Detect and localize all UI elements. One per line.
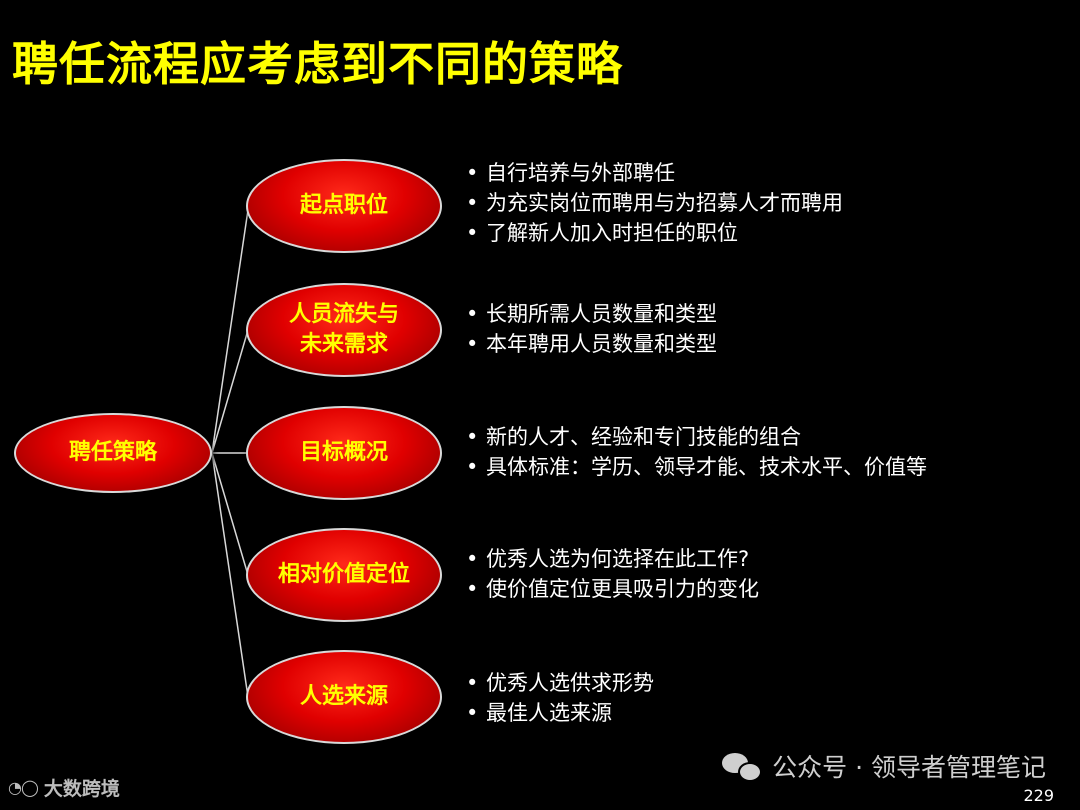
branch-node-label: 相对价值定位 [277,562,410,587]
bullet-list-value-proposition: 优秀人选为何选择在此工作? 使价值定位更具吸引力的变化 [466,544,759,604]
connector-line [211,452,249,698]
bullet-item: 使价值定位更具吸引力的变化 [466,574,759,604]
watermark-text: 公众号 · 领导者管理笔记 [772,753,1046,782]
branch-node-attrition-demand: 人员流失与 未来需求 [246,283,442,377]
bullet-item: 优秀人选为何选择在此工作? [466,544,759,574]
bullet-item: 优秀人选供求形势 [466,668,654,698]
branch-node-label: 人员流失与 未来需求 [288,302,399,357]
branch-node-value-proposition: 相对价值定位 [246,528,442,622]
branch-node-target-profile: 目标概况 [246,406,442,500]
bullet-item: 长期所需人员数量和类型 [466,299,717,329]
bullet-list-start-position: 自行培养与外部聘任 为充实岗位而聘用与为招募人才而聘用 了解新人加入时担任的职位 [466,158,843,248]
bullet-item: 新的人才、经验和专门技能的组合 [466,422,927,452]
bullet-item: 为充实岗位而聘用与为招募人才而聘用 [466,188,843,218]
connector-line [211,329,249,454]
root-node: 聘任策略 [14,413,212,493]
bullet-list-candidate-source: 优秀人选供求形势 最佳人选来源 [466,668,654,728]
branch-node-label: 人选来源 [299,684,388,709]
bullet-item: 最佳人选来源 [466,698,654,728]
bullet-item: 了解新人加入时担任的职位 [466,218,843,248]
bullet-item: 具体标准：学历、领导才能、技术水平、价值等 [466,452,927,482]
bullet-list-target-profile: 新的人才、经验和专门技能的组合 具体标准：学历、领导才能、技术水平、价值等 [466,422,927,482]
page-number: 229 [1023,786,1054,805]
root-node-label: 聘任策略 [68,440,157,465]
branch-node-label: 目标概况 [299,440,388,465]
brand-mark: ◔◯ 大数跨境 [8,774,120,801]
bullet-item: 本年聘用人员数量和类型 [466,329,717,359]
wechat-icon [722,753,763,782]
connector-line [211,452,249,576]
branch-node-label: 起点职位 [299,193,388,218]
brand-logo-icon: ◔◯ [8,778,39,797]
bullet-list-attrition-demand: 长期所需人员数量和类型 本年聘用人员数量和类型 [466,299,717,359]
branch-node-candidate-source: 人选来源 [246,650,442,744]
brand-text: 大数跨境 [43,778,120,800]
page-title: 聘任流程应考虑到不同的策略 [12,37,623,91]
watermark: 公众号 · 领导者管理笔记 [722,748,1046,784]
connector-line [211,209,249,454]
branch-node-start-position: 起点职位 [246,159,442,253]
bullet-item: 自行培养与外部聘任 [466,158,843,188]
